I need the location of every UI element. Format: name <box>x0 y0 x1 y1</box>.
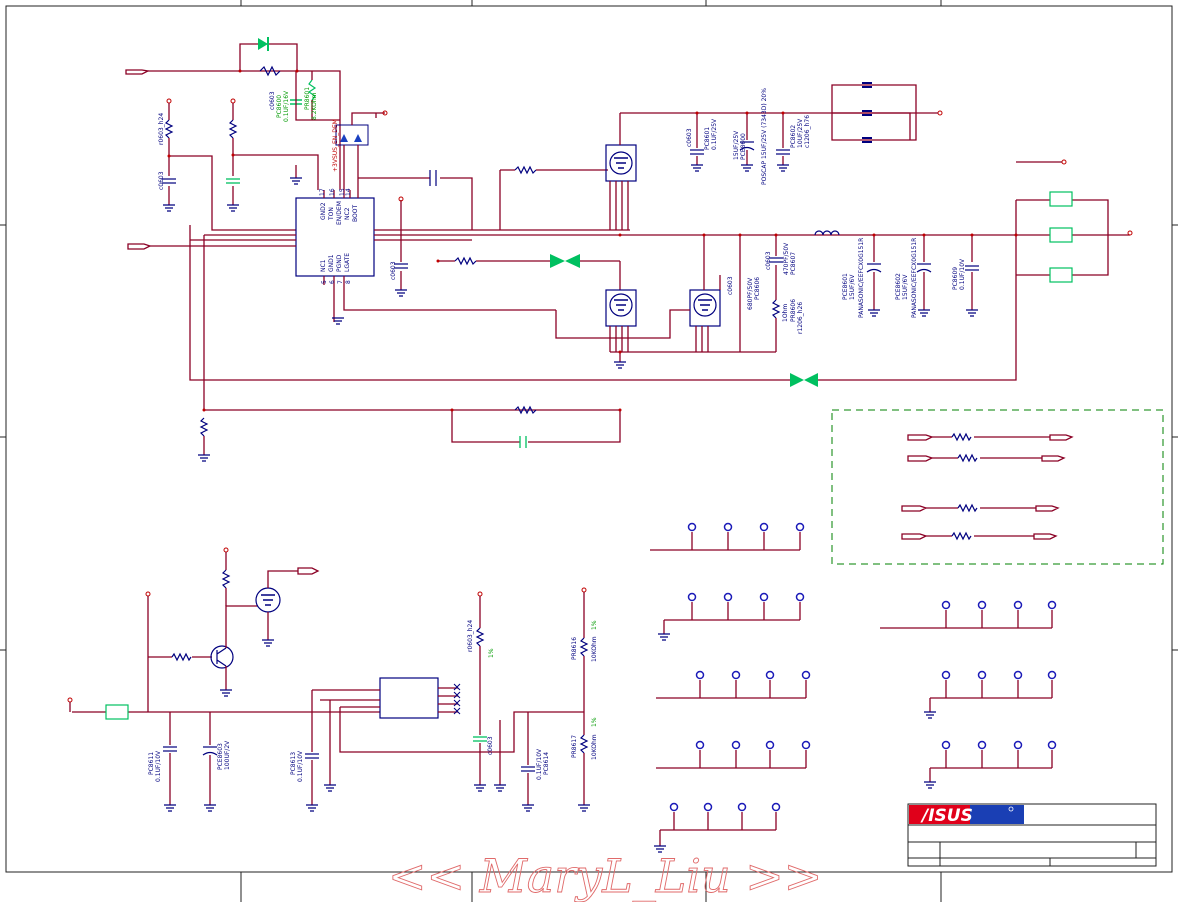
label-poscap: POSCAP 15UF/25V (7343D) 20% <box>761 88 768 185</box>
pin-number-14: 14 <box>345 188 352 196</box>
pin-number-5: 5 <box>321 280 328 284</box>
label-pc8606: PC8606 <box>754 277 761 300</box>
label-pc8602-val: 10UF/25V <box>797 118 804 148</box>
label-pce8600: PCE8600 <box>740 133 747 160</box>
pwm-controller-ic <box>295 197 375 277</box>
label-c0603-ldo: c0603 <box>487 736 494 755</box>
strap-options-box <box>831 409 1164 565</box>
pin-label-pgnd: PGND <box>336 254 343 272</box>
label-pce8602: PCE8602 <box>895 273 902 300</box>
high-side-mosfet <box>605 144 637 182</box>
ldo-regulator-ic <box>379 677 439 719</box>
label-pc8600: PC8600 <box>276 95 283 118</box>
label-pr8616-val: 10KOhm <box>591 636 598 662</box>
test-point-groups <box>650 522 1057 853</box>
watermark-text: << MaryL_Liu >> <box>388 849 822 902</box>
label-pc8614-val: 0.1UF/10V <box>536 748 543 780</box>
label-r1206-h26: r1206_h26 <box>797 302 804 334</box>
label-pce8601: PCE8601 <box>842 273 849 300</box>
pin-label-nc1: NC1 <box>320 259 327 272</box>
pin-number-15: 15 <box>339 188 346 196</box>
label-en-dem-net: +3VSUS_EN_DEM <box>332 119 339 172</box>
label-c0603-snub: c0603 <box>765 251 772 270</box>
label-pc8609-val: 0.1UF/10V <box>959 258 966 290</box>
ic-pin-labels: GND2 TON EN/DEM NC2 BOOT NC1 GND1 PGND L… <box>319 188 359 284</box>
label-pc8601-val: 0.1UF/25V <box>711 118 718 150</box>
label-pc8602: PC8602 <box>790 125 797 148</box>
label-pce8601-val: 15UF/6V <box>849 274 856 300</box>
pin-number-17: 17 <box>319 188 326 196</box>
label-pce8602-val: 15UF/6V <box>902 274 909 300</box>
label-pce8603-val: 100UF/2V <box>224 740 231 770</box>
label-pr8601: PR8601 <box>304 87 311 110</box>
pin-label-gnd2: GND2 <box>320 202 327 220</box>
label-c0603-top: c0603 <box>686 128 693 147</box>
low-side-mosfet-2 <box>689 289 721 327</box>
pin-number-6: 6 <box>329 280 336 284</box>
label-pce8600-val: 15UF/25V <box>733 130 740 160</box>
label-pr8601-val: 8.2KOhm <box>311 92 318 120</box>
label-pr8616: PR8616 <box>571 637 578 660</box>
label-pc8607: PC8607 <box>790 252 797 275</box>
buck-converter-circuit <box>125 37 1133 462</box>
npn-transistor <box>210 645 234 669</box>
label-c0603-low: c0603 <box>727 276 734 295</box>
label-pr8617: PR8617 <box>571 735 578 758</box>
pin-number-8: 8 <box>345 280 352 284</box>
title-block: /ISUS <box>907 803 1157 867</box>
label-pr8617-val: 10KOhm <box>591 734 598 760</box>
label-pce8601-part: PANASONIC/EEFCX0G151R <box>858 238 865 318</box>
label-pr8616-tol: 1% <box>591 620 598 630</box>
label-pce8602-part: PANASONIC/EEFCX0G151R <box>911 238 918 318</box>
pin-label-lgate: LGATE <box>344 253 351 272</box>
label-pr8606: PR8606 <box>790 299 797 322</box>
label-pc8614: PC8614 <box>543 752 550 775</box>
label-r0603-h24-ldo: r0603_h24 <box>467 620 474 652</box>
label-pc8606-val: 680PF/50V <box>747 277 754 310</box>
low-side-mosfet-1 <box>605 289 637 327</box>
ldo-circuit <box>67 547 590 812</box>
label-ldo-r-tol: 1% <box>488 648 495 658</box>
label-pc8611-val: 0.1UF/10V <box>155 750 162 782</box>
label-c0603-boot: c0603 <box>390 261 397 280</box>
pin-label-boot: BOOT <box>352 205 359 222</box>
label-pc8611: PC8611 <box>148 752 155 775</box>
pin-label-ton: TON <box>328 207 335 221</box>
label-pc8613: PC8613 <box>290 752 297 775</box>
label-pc8601: PC8601 <box>704 127 711 150</box>
label-pc8609: PC8609 <box>952 267 959 290</box>
label-pc8600-val: 0.1UF/16V <box>283 90 290 122</box>
ldo-labels: PC8611 0.1UF/10V PCE8603 100UF/2V PC8613… <box>148 620 598 782</box>
pin-number-16: 16 <box>329 188 336 196</box>
label-c0603-left: c0603 <box>158 171 165 190</box>
label-pce8603: PCE8603 <box>217 743 224 770</box>
label-pc8602-foot: c1206_h76 <box>804 115 811 148</box>
label-pc8607-val: 470PF/50V <box>783 242 790 275</box>
asus-logo: /ISUS <box>909 805 1024 826</box>
label-pr8606-val: 1Ohm <box>782 304 789 322</box>
pin-label-en-dem: EN/DEM <box>336 201 343 225</box>
label-r0603-h24-top: r0603_h24 <box>158 113 165 145</box>
svg-text:/ISUS: /ISUS <box>920 806 973 826</box>
label-pc8613-val: 0.1UF/10V <box>297 750 304 782</box>
component-labels: r0603_h24 c0603 c0603 PC8600 0.1UF/16V P… <box>158 87 966 334</box>
label-pr8617-tol: 1% <box>591 717 598 727</box>
pin-label-gnd1: GND1 <box>328 254 335 272</box>
label-c0603-green: c0603 <box>269 91 276 110</box>
pin-number-7: 7 <box>337 280 344 284</box>
pin-label-nc2: NC2 <box>344 207 351 220</box>
